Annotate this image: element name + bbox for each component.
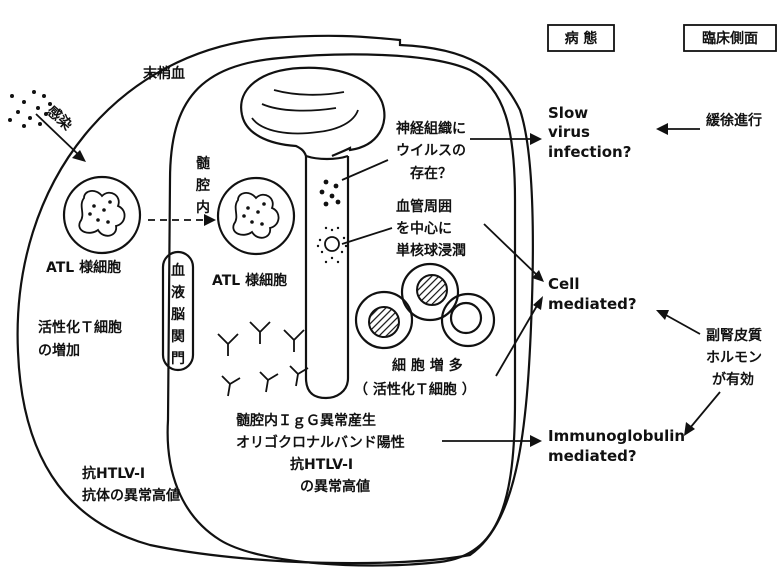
label-bbb-3: 脳 (171, 306, 185, 323)
label-igg-line3: 抗HTLV-Ⅰ (290, 456, 353, 473)
infection-arrow (35, 113, 86, 162)
arrow-perivascular-to-cell-mediated (483, 223, 544, 282)
clinical-steroid-line2: ホルモン (706, 350, 762, 366)
pointer-perivascular (341, 227, 393, 245)
arrow-virus-to-slow (470, 133, 542, 145)
header-pathology: 病 態 (547, 24, 615, 52)
brain-spinal-cord (240, 66, 386, 400)
label-atl-cell-left: ATL 様細胞 (46, 259, 121, 276)
virus-particles (8, 90, 52, 128)
antibodies (217, 321, 309, 397)
arrow-slow-progression-to-slow-virus (656, 123, 700, 135)
label-bbb-5: 門 (171, 351, 185, 367)
clinical-slow-progression: 緩徐進行 (706, 112, 762, 129)
mechanism-ig-mediated-line2: mediated? (548, 447, 637, 465)
label-cell-proliferation-line2: （ 活性化Ｔ細胞 ） (354, 381, 476, 398)
arrow-steroid-to-ig-mediated (684, 391, 721, 436)
mechanism-slow-virus-line1: Slow (548, 104, 588, 122)
label-bbb-2: 液 (171, 284, 186, 301)
label-activated-t-line1: 活性化Ｔ細胞 (38, 319, 122, 336)
label-nerve-tissue-line3: 存在？ (410, 165, 452, 182)
label-peripheral-blood: 末梢血 (143, 65, 185, 82)
mechanism-cell-mediated-line2: mediated? (548, 295, 637, 313)
migration-arrow (148, 214, 216, 226)
label-atl-cell-right: ATL 様細胞 (212, 272, 287, 289)
arrow-igg-to-ig-mediated (442, 435, 542, 447)
arrow-steroid-to-cell-mediated (656, 310, 701, 335)
mechanism-slow-virus-line2: virus (548, 123, 590, 141)
arrow-proliferation-to-cell-mediated (495, 296, 543, 377)
mechanism-ig-mediated-line1: Immunoglobulin (548, 427, 685, 445)
atl-cell-right (216, 176, 296, 256)
label-activated-t-line2: の増加 (38, 342, 80, 359)
atl-cell-left (62, 175, 142, 255)
label-nerve-tissue-line2: ウイルスの (396, 143, 466, 159)
pointer-nerve-tissue (341, 159, 389, 181)
label-igg-line1: 髄腔内ＩｇＧ異常産生 (236, 412, 376, 430)
label-igg-line4: の異常高値 (300, 478, 370, 495)
label-bbb-4: 関 (171, 329, 185, 345)
header-clinical: 臨床側面 (683, 24, 777, 52)
label-perivascular-line1: 血管周囲 (396, 198, 452, 215)
label-perivascular-line3: 単核球浸潤 (396, 242, 466, 259)
label-cell-proliferation-line1: 細 胞 増 多 (392, 357, 463, 374)
clinical-steroid-line1: 副腎皮質 (706, 327, 762, 344)
label-perivascular-line2: を中心に (396, 220, 452, 237)
header-pathology-label: 病 態 (565, 30, 598, 47)
peripheral-blood-compartment (16, 34, 534, 565)
label-bbb-1: 血 (171, 262, 185, 279)
label-infection: 感染 (43, 102, 76, 134)
header-clinical-label: 臨床側面 (702, 30, 758, 47)
label-intrathecal-2: 腔 (195, 177, 210, 194)
label-anti-htlv-outer-line1: 抗HTLV-Ⅰ (82, 465, 145, 482)
label-intrathecal-3: 内 (196, 199, 210, 216)
label-intrathecal-1: 髄 (196, 155, 211, 172)
label-anti-htlv-outer-line2: 抗体の異常高値 (82, 487, 180, 504)
csf-compartment (166, 53, 517, 567)
label-igg-line2: オリゴクロナルバンド陽性 (236, 434, 405, 451)
blood-brain-barrier: 血 液 脳 関 門 (161, 250, 195, 372)
activated-t-cells (354, 262, 496, 350)
mechanism-cell-mediated-line1: Cell (548, 275, 579, 293)
clinical-steroid-line3: が有効 (712, 371, 754, 388)
label-nerve-tissue-line1: 神経組織に (396, 120, 466, 137)
mechanism-slow-virus-line3: infection? (548, 143, 631, 161)
